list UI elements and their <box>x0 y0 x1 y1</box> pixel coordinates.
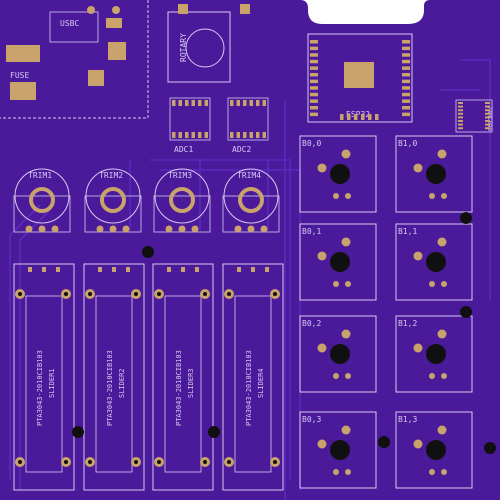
slider: PTA3043-2010CIB103 SLIDER1 <box>13 263 75 491</box>
trim-label: TRIM4 <box>237 171 261 180</box>
trim-label: TRIM1 <box>28 171 52 180</box>
button-footprint: B1,0 <box>395 135 473 213</box>
button-matrix: B0,0 B1,0B0,1 B1,1B0,2 B1,2B0,3 B1,3 <box>299 135 473 489</box>
adc1-label: ADC1 <box>174 145 193 154</box>
esp32-module: ESP32 <box>307 33 413 123</box>
button-label: B0,1 <box>302 227 321 236</box>
slider-part-number: PTA3043-2010CIB103 <box>106 350 114 426</box>
button-footprint: B1,2 <box>395 315 473 393</box>
button-footprint: B0,2 <box>299 315 377 393</box>
esp32-label: ESP32 <box>346 110 370 119</box>
rotary-label: ROTARY <box>179 33 188 62</box>
button-footprint: B0,0 <box>299 135 377 213</box>
button-label: B1,2 <box>398 319 417 328</box>
shift-register-label: 74HC595 <box>486 106 493 132</box>
slider: PTA3043-2010CIB103 SLIDER3 <box>152 263 214 491</box>
slider-part-number: PTA3043-2010CIB103 <box>175 350 183 426</box>
trim-pot: TRIM3 <box>153 168 211 233</box>
slider-part-number: PTA3043-2010CIB103 <box>36 350 44 426</box>
slider: PTA3043-2010CIB103 SLIDER4 <box>222 263 284 491</box>
button-label: B1,3 <box>398 415 417 424</box>
button-footprint: B1,1 <box>395 223 473 301</box>
slider: PTA3043-2010CIB103 SLIDER2 <box>83 263 145 491</box>
button-label: B1,0 <box>398 139 417 148</box>
slider-label: SLIDER4 <box>257 368 265 398</box>
button-label: B0,3 <box>302 415 321 424</box>
slider-label: SLIDER3 <box>187 368 195 398</box>
shift-register: 74HC595 <box>455 99 493 133</box>
mounting-holes <box>72 212 496 454</box>
slider-label: SLIDER2 <box>118 368 126 398</box>
button-footprint: B0,1 <box>299 223 377 301</box>
trim-pots: TRIM1 TRIM2 TRIM3 TRIM4 <box>13 168 280 233</box>
button-label: B0,0 <box>302 139 321 148</box>
trim-pot: TRIM1 <box>13 168 71 233</box>
trim-pot: TRIM2 <box>84 168 142 233</box>
adc2-label: ADC2 <box>232 145 251 154</box>
trim-label: TRIM2 <box>99 171 123 180</box>
button-label: B1,1 <box>398 227 417 236</box>
trim-pot: TRIM4 <box>222 168 280 233</box>
button-label: B0,2 <box>302 319 321 328</box>
adc-chips: ADC1 ADC2 <box>169 97 269 154</box>
fuse-label: FUSE <box>10 71 29 80</box>
button-footprint: B1,3 <box>395 411 473 489</box>
power-section: USBC FUSE <box>0 0 149 119</box>
rotary-encoder: ROTARY <box>167 4 250 83</box>
slider-label: SLIDER1 <box>48 368 56 398</box>
slider-part-number: PTA3043-2010CIB103 <box>245 350 253 426</box>
button-footprint: B0,3 <box>299 411 377 489</box>
usbc-label: USBC <box>60 19 79 28</box>
trim-label: TRIM3 <box>168 171 192 180</box>
